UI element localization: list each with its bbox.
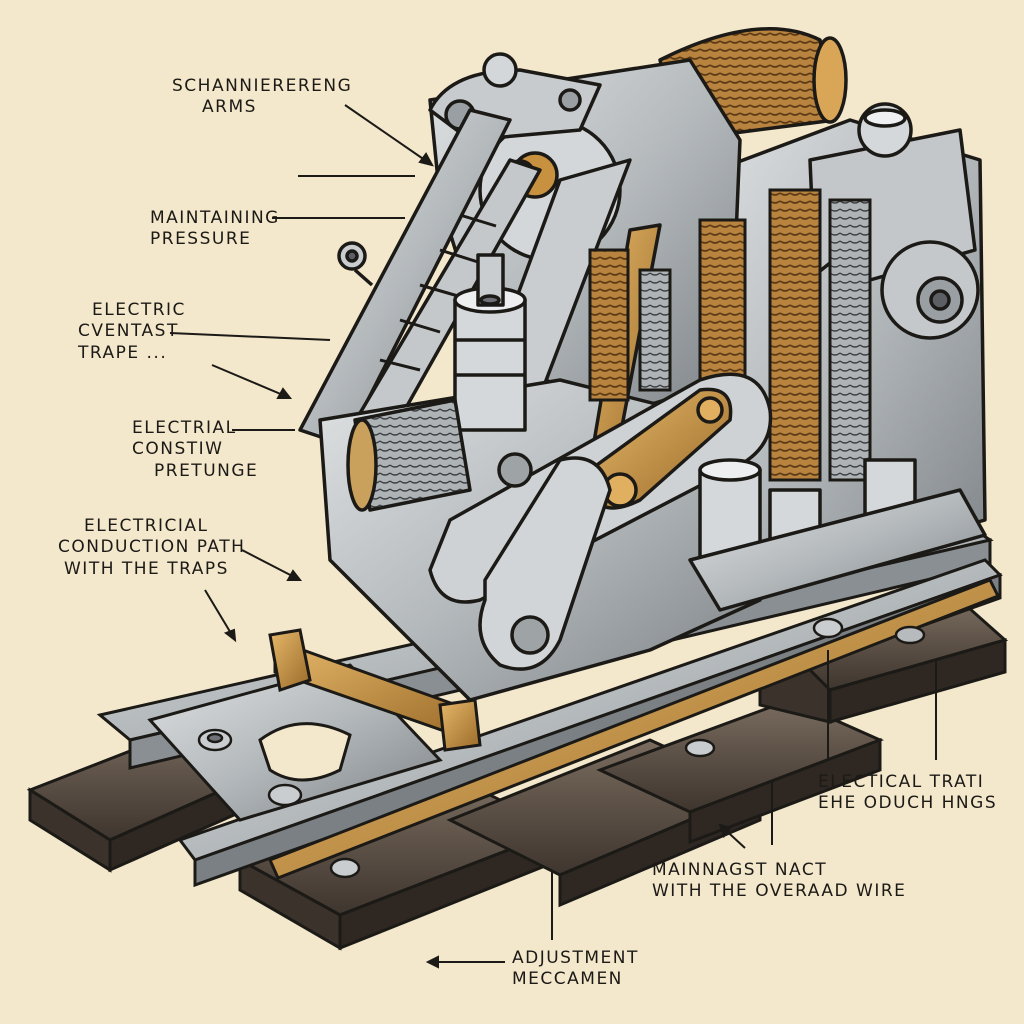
label-schannierering-arms: SCHANNIERERENG ARMS — [172, 76, 352, 119]
label-line: ELECTRICIAL — [84, 516, 209, 536]
springs — [588, 188, 872, 482]
label-mainnagst-nact: MAINNAGST NACT WITH THE OVERAAD WIRE — [652, 860, 906, 903]
label-line: CONDUCTION PATH — [58, 537, 246, 558]
label-line: ELECTRIAL — [132, 418, 237, 438]
label-electricial-conduction: ELECTRICIAL CONDUCTION PATH WITH THE TRA… — [58, 516, 245, 580]
label-line: ELECTRIC — [92, 300, 186, 320]
label-electical-trati: ELECTICAL TRATI EHE ODUCH HNGS — [818, 772, 997, 815]
label-line: ARMS — [202, 97, 257, 118]
leader-lines — [169, 104, 937, 969]
label-line: ADJUSTMENT — [512, 948, 639, 968]
track-bolts — [197, 617, 926, 879]
label-electric-cventast: ELECTRIC CVENTAST TRAPE ... — [78, 300, 186, 364]
label-line: MECCAMEN — [512, 969, 623, 990]
label-line: PRESSURE — [150, 229, 252, 250]
label-line: CVENTAST — [78, 321, 179, 342]
label-line: SCHANNIERERENG — [172, 76, 353, 96]
label-adjustment-meccamen: ADJUSTMENT MECCAMEN — [512, 948, 639, 991]
label-line: EHE ODUCH HNGS — [818, 793, 998, 814]
label-maintaining-pressure: MAINTAINING PRESSURE — [150, 208, 280, 251]
label-line: ELECTICAL TRATI — [818, 772, 985, 792]
label-electrial-constiw: ELECTRIAL CONSTIW PRETUNGE — [132, 418, 258, 482]
label-line: MAINNAGST NACT — [652, 860, 828, 880]
label-line: WITH THE OVERAAD WIRE — [652, 881, 907, 902]
label-line: MAINTAINING — [150, 208, 280, 228]
label-line: TRAPE ... — [78, 342, 168, 363]
front-linkage — [337, 241, 987, 671]
label-line: CONSTIW — [132, 439, 224, 460]
label-line: WITH THE TRAPS — [64, 558, 229, 579]
label-line: PRETUNGE — [154, 460, 259, 481]
